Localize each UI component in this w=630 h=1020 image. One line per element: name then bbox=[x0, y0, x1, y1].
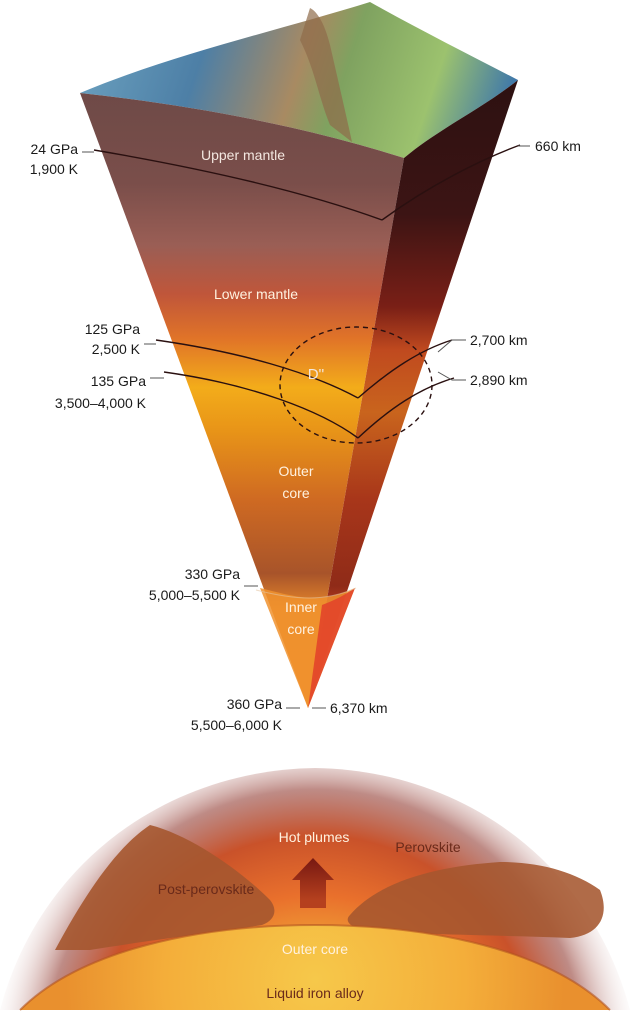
d-double-prime-ellipse bbox=[279, 326, 433, 444]
label-660km: 660 km bbox=[535, 138, 581, 154]
boundary-2700km-right bbox=[357, 339, 453, 399]
perovskite-layer-right bbox=[347, 862, 604, 938]
layer-upper-mantle: Upper mantle bbox=[200, 147, 286, 163]
layer-inner-core-2: core bbox=[287, 621, 315, 637]
leader-2890km bbox=[437, 371, 466, 381]
label-330gpa: 330 GPa bbox=[184, 566, 240, 582]
boundary-2700km-left bbox=[155, 339, 359, 399]
label-1900k: 1,900 K bbox=[29, 161, 78, 177]
label-2700km: 2,700 km bbox=[470, 332, 528, 348]
cone-right-face bbox=[308, 80, 518, 708]
label-6370km: 6,370 km bbox=[330, 700, 388, 716]
label-outer-core: Outer core bbox=[281, 941, 349, 957]
label-24gpa: 24 GPa bbox=[30, 141, 78, 157]
layer-lower-mantle: Lower mantle bbox=[213, 286, 299, 302]
label-hot-plumes: Hot plumes bbox=[278, 829, 350, 845]
label-3500-4000k: 3,500–4,000 K bbox=[54, 395, 146, 411]
leader-2700km bbox=[437, 339, 466, 353]
surface-relief bbox=[300, 8, 352, 142]
label-2890km: 2,890 km bbox=[470, 372, 528, 388]
boundary-inner-core bbox=[255, 587, 357, 599]
layer-outer-core-2: core bbox=[282, 485, 310, 501]
label-post-perovskite: Post-perovskite bbox=[157, 881, 255, 897]
label-perovskite: Perovskite bbox=[395, 839, 461, 855]
layer-outer-core-1: Outer bbox=[278, 463, 314, 479]
boundary-660km-left bbox=[93, 149, 383, 221]
layer-inner-core-1: Inner bbox=[285, 599, 317, 615]
label-liquid-iron-alloy: Liquid iron alloy bbox=[266, 985, 364, 1001]
label-2500k: 2,500 K bbox=[91, 341, 140, 357]
label-5500-6000k: 5,500–6,000 K bbox=[190, 717, 282, 733]
inner-core-right bbox=[308, 588, 355, 708]
layer-d-double-prime: D'' bbox=[307, 366, 325, 383]
label-5000-5500k: 5,000–5,500 K bbox=[148, 587, 240, 603]
boundary-660km-right bbox=[381, 144, 521, 221]
cone-left-face bbox=[80, 93, 404, 708]
boundary-2890km-left bbox=[163, 371, 359, 439]
label-360gpa: 360 GPa bbox=[226, 696, 282, 712]
core-boundary-line bbox=[19, 923, 611, 1011]
outer-core-dome bbox=[20, 925, 610, 1010]
plume-arrow-icon bbox=[292, 858, 334, 908]
label-135gpa: 135 GPa bbox=[90, 373, 146, 389]
label-125gpa: 125 GPa bbox=[84, 321, 140, 337]
boundary-2890km-right bbox=[357, 377, 455, 439]
earth-surface-face bbox=[80, 2, 518, 158]
post-perovskite-layer bbox=[55, 825, 275, 950]
